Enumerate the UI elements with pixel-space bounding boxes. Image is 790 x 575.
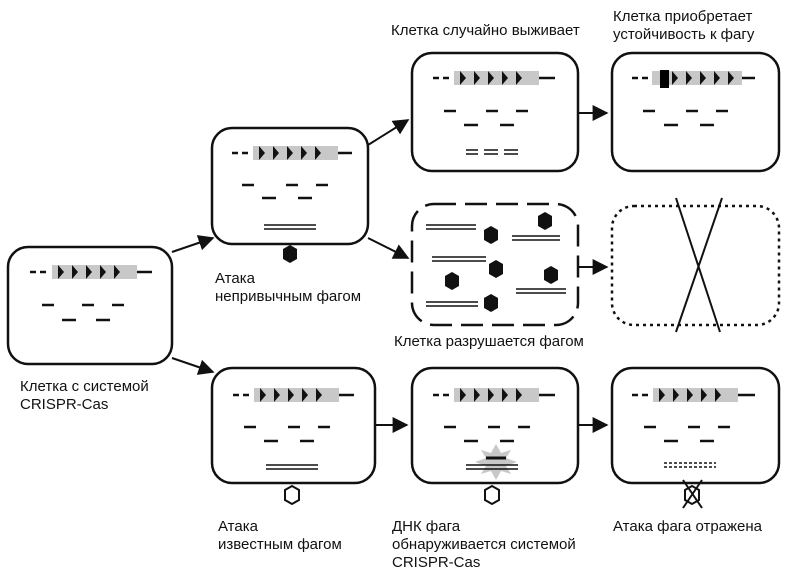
phage-icon bbox=[283, 245, 297, 263]
arrow-unfamiliar-to-survives bbox=[367, 119, 410, 146]
label-acquires: Клетка приобретает устойчивость к фагу bbox=[613, 8, 755, 43]
label-unfamiliar-attack: Атака непривычным фагом bbox=[215, 270, 362, 305]
cell-membrane bbox=[610, 366, 781, 485]
phage-icon bbox=[484, 484, 500, 506]
label-start-cell: Клетка с системой CRISPR-Cas bbox=[20, 378, 149, 413]
cell-membrane-dotted bbox=[610, 204, 781, 327]
crispr-locus bbox=[433, 71, 555, 85]
cas-genes bbox=[242, 183, 328, 200]
label-survives: Клетка случайно выживает bbox=[391, 22, 580, 39]
phage-dna bbox=[466, 464, 518, 470]
crispr-locus bbox=[233, 388, 354, 402]
cas-genes bbox=[444, 425, 530, 443]
label-repelled: Атака фага отражена bbox=[613, 518, 763, 535]
crispr-locus bbox=[632, 388, 755, 402]
label-detected: ДНК фага обнаруживается системой CRISPR-… bbox=[392, 518, 576, 571]
detection-burst-icon bbox=[475, 444, 517, 480]
arrow-start-to-unfamiliar bbox=[171, 235, 215, 253]
cell-destroyed bbox=[410, 202, 580, 327]
cell-unfamiliar-attack bbox=[210, 126, 370, 263]
arrow-unfamiliar-to-destroyed bbox=[367, 237, 410, 259]
phage-particles bbox=[445, 212, 558, 312]
crispr-locus bbox=[232, 146, 352, 160]
crispr-locus bbox=[632, 70, 755, 88]
arrow-start-to-known bbox=[171, 357, 215, 375]
cas-genes bbox=[644, 425, 730, 443]
cas-genes bbox=[42, 303, 124, 322]
label-destroyed: Клетка разрушается фагом bbox=[394, 333, 584, 350]
cas-genes bbox=[643, 109, 728, 127]
flow-arrows bbox=[171, 105, 609, 433]
cell-acquires bbox=[610, 51, 781, 173]
cell-repelled bbox=[610, 366, 781, 509]
cell-detected bbox=[410, 366, 580, 506]
label-known-attack: Атака известным фагом bbox=[218, 518, 342, 553]
phage-dna bbox=[266, 464, 318, 470]
phage-icon bbox=[284, 484, 300, 506]
cell-survives bbox=[410, 51, 580, 173]
cross-out-icon bbox=[675, 197, 723, 333]
degraded-phage-dna bbox=[664, 462, 716, 468]
cell-start bbox=[6, 245, 174, 366]
blocked-phage-icon bbox=[682, 479, 703, 509]
cell-dead bbox=[610, 197, 781, 333]
crispr-locus bbox=[433, 388, 555, 402]
cas-genes bbox=[444, 109, 528, 127]
phage-dna-copies bbox=[426, 224, 566, 307]
phage-dna bbox=[264, 224, 316, 230]
new-spacer bbox=[660, 70, 669, 88]
phage-dna-fragments bbox=[466, 149, 518, 155]
crispr-locus bbox=[30, 265, 152, 279]
cas-genes bbox=[244, 425, 330, 443]
cell-known-attack bbox=[210, 366, 377, 506]
